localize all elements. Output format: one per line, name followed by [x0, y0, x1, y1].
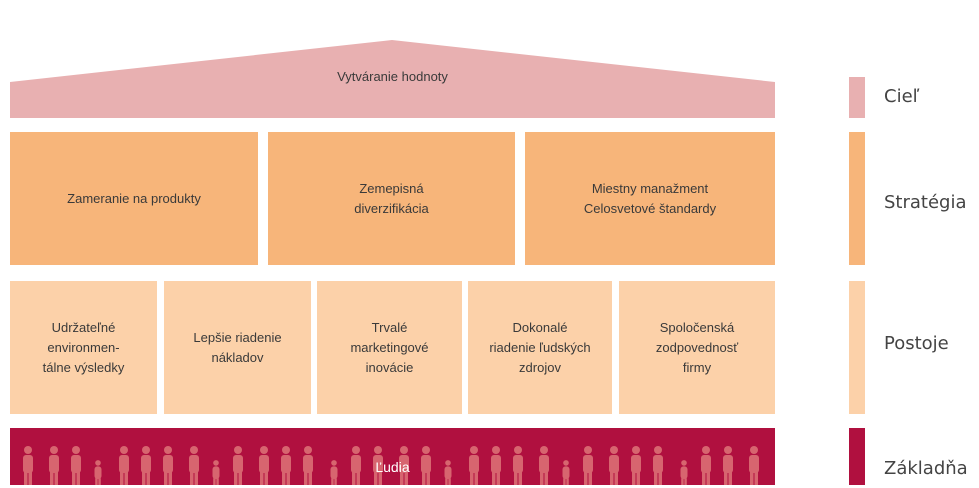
strategy-box-products: Zameranie na produkty — [10, 132, 258, 265]
posture-box-csr: Spoločenská zodpovednosť firmy — [619, 281, 775, 414]
legend-goal-label: Cieľ — [884, 86, 920, 107]
roof-label: Vytváranie hodnoty — [337, 68, 448, 84]
legend-foundation-swatch — [849, 428, 865, 485]
posture-box-environment: Udržateľné environmen- tálne výsledky — [10, 281, 157, 414]
foundation-label: Ľudia — [375, 458, 410, 475]
posture-box-marketing: Trvalé marketingové inovácie — [317, 281, 462, 414]
strategy-box-management: Miestny manažment Celosvetové štandardy — [525, 132, 775, 265]
legend-strategy-label: Stratégia — [884, 192, 967, 213]
people-silhouettes-icon — [23, 446, 759, 485]
posture-box-hr: Dokonalé riadenie ľudských zdrojov — [468, 281, 612, 414]
roof-shape — [10, 40, 775, 118]
strategy-box-diversification: Zemepisná diverzifikácia — [268, 132, 515, 265]
legend-posture-swatch — [849, 281, 865, 414]
legend-strategy-swatch — [849, 132, 865, 265]
legend-goal-swatch — [849, 77, 865, 118]
legend-foundation-label: Základňa — [884, 458, 968, 479]
foundation-bar: Ľudia — [10, 428, 775, 485]
legend-posture-label: Postoje — [884, 333, 949, 354]
posture-box-costs: Lepšie riadenie nákladov — [164, 281, 311, 414]
